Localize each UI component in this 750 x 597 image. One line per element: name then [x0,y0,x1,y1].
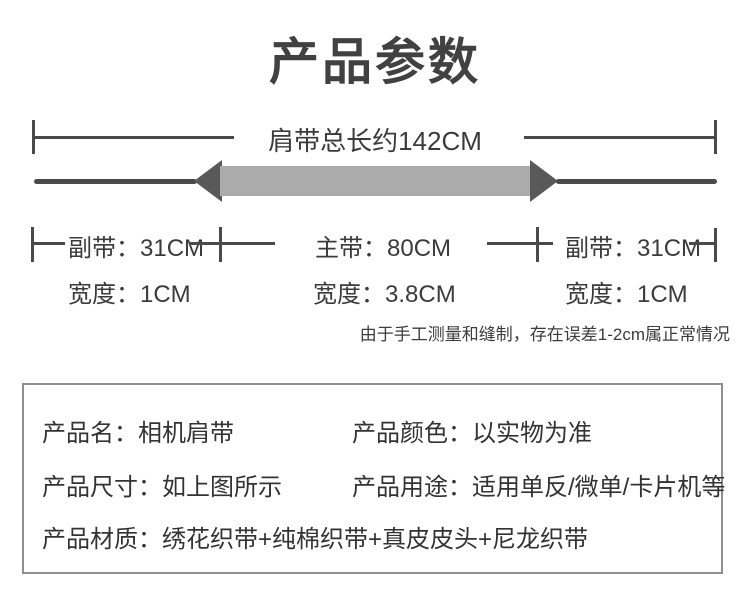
total-length-label: 肩带总长约142CM [268,126,482,156]
dimension-line-right [524,136,715,139]
spec-table: 产品名：相机肩带 产品颜色：以实物为准 产品尺寸：如上图所示 产品用途：适用单反… [22,383,726,574]
spec-product-material: 产品材质：绣花织带+纯棉织带+真皮皮头+尼龙织带 [42,526,589,553]
dimension-tick-right [714,120,717,154]
segment-line-left-b [189,242,275,245]
strap-thin-cord-right [556,179,717,184]
left-strap-length-label: 副带：31CM [68,235,205,262]
strap-thin-cord-left [34,179,197,184]
tolerance-note: 由于手工测量和缝制，存在误差1-2cm属正常情况 [359,325,730,344]
spec-product-color: 产品颜色：以实物为准 [352,420,592,447]
spec-product-use: 产品用途：适用单反/微单/卡片机等 [352,474,726,501]
segment-line-right-b [689,242,717,245]
dimension-line-left [32,136,234,139]
right-strap-width-label: 宽度：1CM [565,281,688,308]
left-strap-width-label: 宽度：1CM [68,281,191,308]
segment-tick-left-cross [219,227,222,262]
segment-tick-right-cross [536,227,539,262]
segment-line-left-a [31,242,65,245]
spec-product-name: 产品名：相机肩带 [42,420,234,447]
segment-line-right-a [487,242,553,245]
spec-product-size: 产品尺寸：如上图所示 [42,474,282,501]
strap-main-band [220,166,532,196]
segment-tick-far-right [714,228,717,262]
main-strap-width-label: 宽度：3.8CM [313,281,456,308]
main-strap-length-label: 主带：80CM [315,235,452,262]
page-title: 产品参数 [269,34,481,90]
strap-taper-right [530,160,558,202]
right-strap-length-label: 副带：31CM [565,235,702,262]
strap-taper-left [194,160,222,202]
